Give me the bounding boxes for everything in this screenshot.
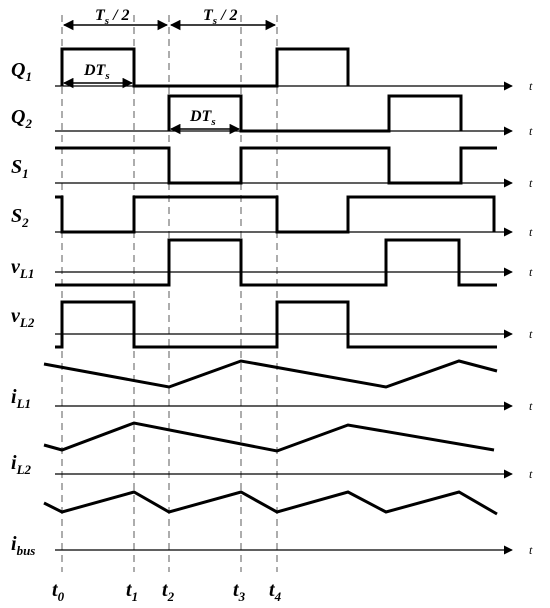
axis-t-label-q2: t — [529, 124, 533, 138]
half-period-left-label: Ts / 2 — [95, 7, 130, 27]
signal-label-vl1: vL1 — [11, 256, 34, 281]
waveform-il1 — [43, 359, 498, 389]
axis-t-label-vl1: t — [529, 265, 533, 279]
time-mark-t0: t0 — [52, 579, 65, 604]
half-period-dimensions: Ts / 2 Ts / 2 — [62, 7, 277, 31]
axis-t-label-ibus: t — [529, 543, 533, 557]
waveform-ibus — [43, 490, 498, 516]
signal-label-vl2: vL2 — [11, 305, 35, 330]
axis-t-label-vl2: t — [529, 327, 533, 341]
waveform-vl2 — [55, 300, 497, 349]
duty-dimensions: DTs DTs — [62, 62, 241, 135]
signal-label-s1: S1 — [11, 156, 29, 181]
signal-label-il2: iL2 — [11, 452, 32, 477]
signal-label-q1: Q1 — [11, 59, 32, 84]
waveform-il2 — [43, 421, 495, 453]
signal-label-il1: iL1 — [11, 386, 31, 411]
time-mark-t1: t1 — [126, 579, 138, 604]
axis-t-labels: t t t t t t t t t — [529, 79, 533, 557]
waveform-s1 — [55, 146, 497, 185]
waveform-q1 — [60, 47, 350, 88]
axis-t-label-q1: t — [529, 79, 533, 93]
signal-labels: Q1 Q2 S1 S2 vL1 vL2 iL1 iL2 ibus — [11, 59, 35, 558]
time-mark-labels: t0 t1 t2 t3 t4 — [52, 579, 282, 604]
time-axes — [55, 81, 513, 555]
signal-label-ibus: ibus — [11, 533, 35, 558]
axis-t-label-il1: t — [529, 399, 533, 413]
time-mark-t4: t4 — [269, 579, 282, 604]
waveforms — [43, 47, 498, 516]
waveform-vl1 — [55, 238, 497, 287]
waveform-s2 — [55, 195, 496, 234]
duty-q2-label: DTs — [189, 108, 216, 128]
axis-t-label-s2: t — [529, 225, 533, 239]
axis-t-label-s1: t — [529, 176, 533, 190]
time-guides — [61, 15, 278, 572]
half-period-right-label: Ts / 2 — [203, 7, 238, 27]
axis-t-label-il2: t — [529, 467, 533, 481]
signal-label-s2: S2 — [11, 205, 29, 230]
duty-q1-label: DTs — [83, 62, 110, 82]
waveform-q2 — [167, 94, 463, 133]
time-mark-t2: t2 — [162, 579, 175, 604]
signal-label-q2: Q2 — [11, 106, 32, 131]
time-mark-t3: t3 — [233, 579, 246, 604]
